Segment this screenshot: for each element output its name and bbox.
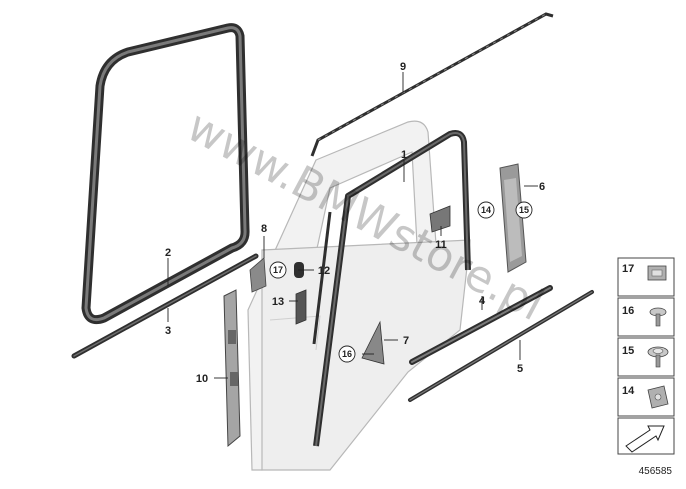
leader-lines <box>167 72 538 379</box>
parts-legend: 17 16 15 14 <box>617 257 675 455</box>
callout-labels: 9 1 2 3 8 12 13 11 6 4 5 7 10 <box>165 61 545 385</box>
callout-13: 13 <box>272 296 284 308</box>
callout-11: 11 <box>435 239 447 251</box>
part-11-illustration <box>429 205 451 233</box>
svg-text:15: 15 <box>519 205 529 215</box>
circled-ref-16: 16 <box>338 345 356 363</box>
callout-10: 10 <box>196 373 208 385</box>
svg-text:16: 16 <box>622 305 634 317</box>
circled-ref-14: 14 <box>477 201 495 219</box>
svg-text:14: 14 <box>622 385 635 397</box>
svg-text:14: 14 <box>481 205 491 215</box>
pillar-trim-illustration <box>499 163 527 273</box>
part-13-illustration <box>295 289 307 325</box>
screw-icon <box>649 307 667 327</box>
callout-7: 7 <box>403 335 409 347</box>
callout-3: 3 <box>165 325 171 337</box>
window-frame-seal-illustration <box>312 130 471 447</box>
circled-references: 14 15 17 16 <box>269 201 533 363</box>
legend-row-16: 16 <box>617 297 675 337</box>
callout-1: 1 <box>401 149 407 161</box>
callout-5: 5 <box>517 363 523 375</box>
part-10-illustration <box>223 289 241 448</box>
legend-row-15: 15 <box>617 337 675 377</box>
direction-arrow-icon <box>625 425 665 453</box>
legend-row-14: 14 <box>617 377 675 417</box>
clip-icon <box>647 265 667 281</box>
callout-8: 8 <box>261 223 267 235</box>
callout-6: 6 <box>539 181 545 193</box>
direction-arrow-box <box>617 417 675 455</box>
part-8-illustration <box>249 257 267 293</box>
inner-belt-seal-illustration <box>409 285 553 365</box>
svg-text:15: 15 <box>622 345 634 357</box>
document-number: 456585 <box>639 466 673 477</box>
roof-seal-illustration <box>310 12 554 157</box>
part-7-illustration <box>361 320 385 365</box>
svg-text:16: 16 <box>342 349 352 359</box>
svg-text:17: 17 <box>273 265 283 275</box>
callout-12: 12 <box>318 265 330 277</box>
legend-row-17: 17 <box>617 257 675 297</box>
svg-text:17: 17 <box>622 263 634 275</box>
door-seal-illustration <box>81 23 250 325</box>
washer-screw-icon <box>647 346 669 368</box>
callout-2: 2 <box>165 247 171 259</box>
callout-4: 4 <box>479 295 486 307</box>
circled-ref-15: 15 <box>515 201 533 219</box>
sill-seal-illustration <box>71 253 259 359</box>
outer-belt-seal-illustration <box>408 290 594 402</box>
nut-clip-icon <box>647 385 669 409</box>
callout-9: 9 <box>400 61 406 73</box>
circled-ref-17: 17 <box>269 261 287 279</box>
